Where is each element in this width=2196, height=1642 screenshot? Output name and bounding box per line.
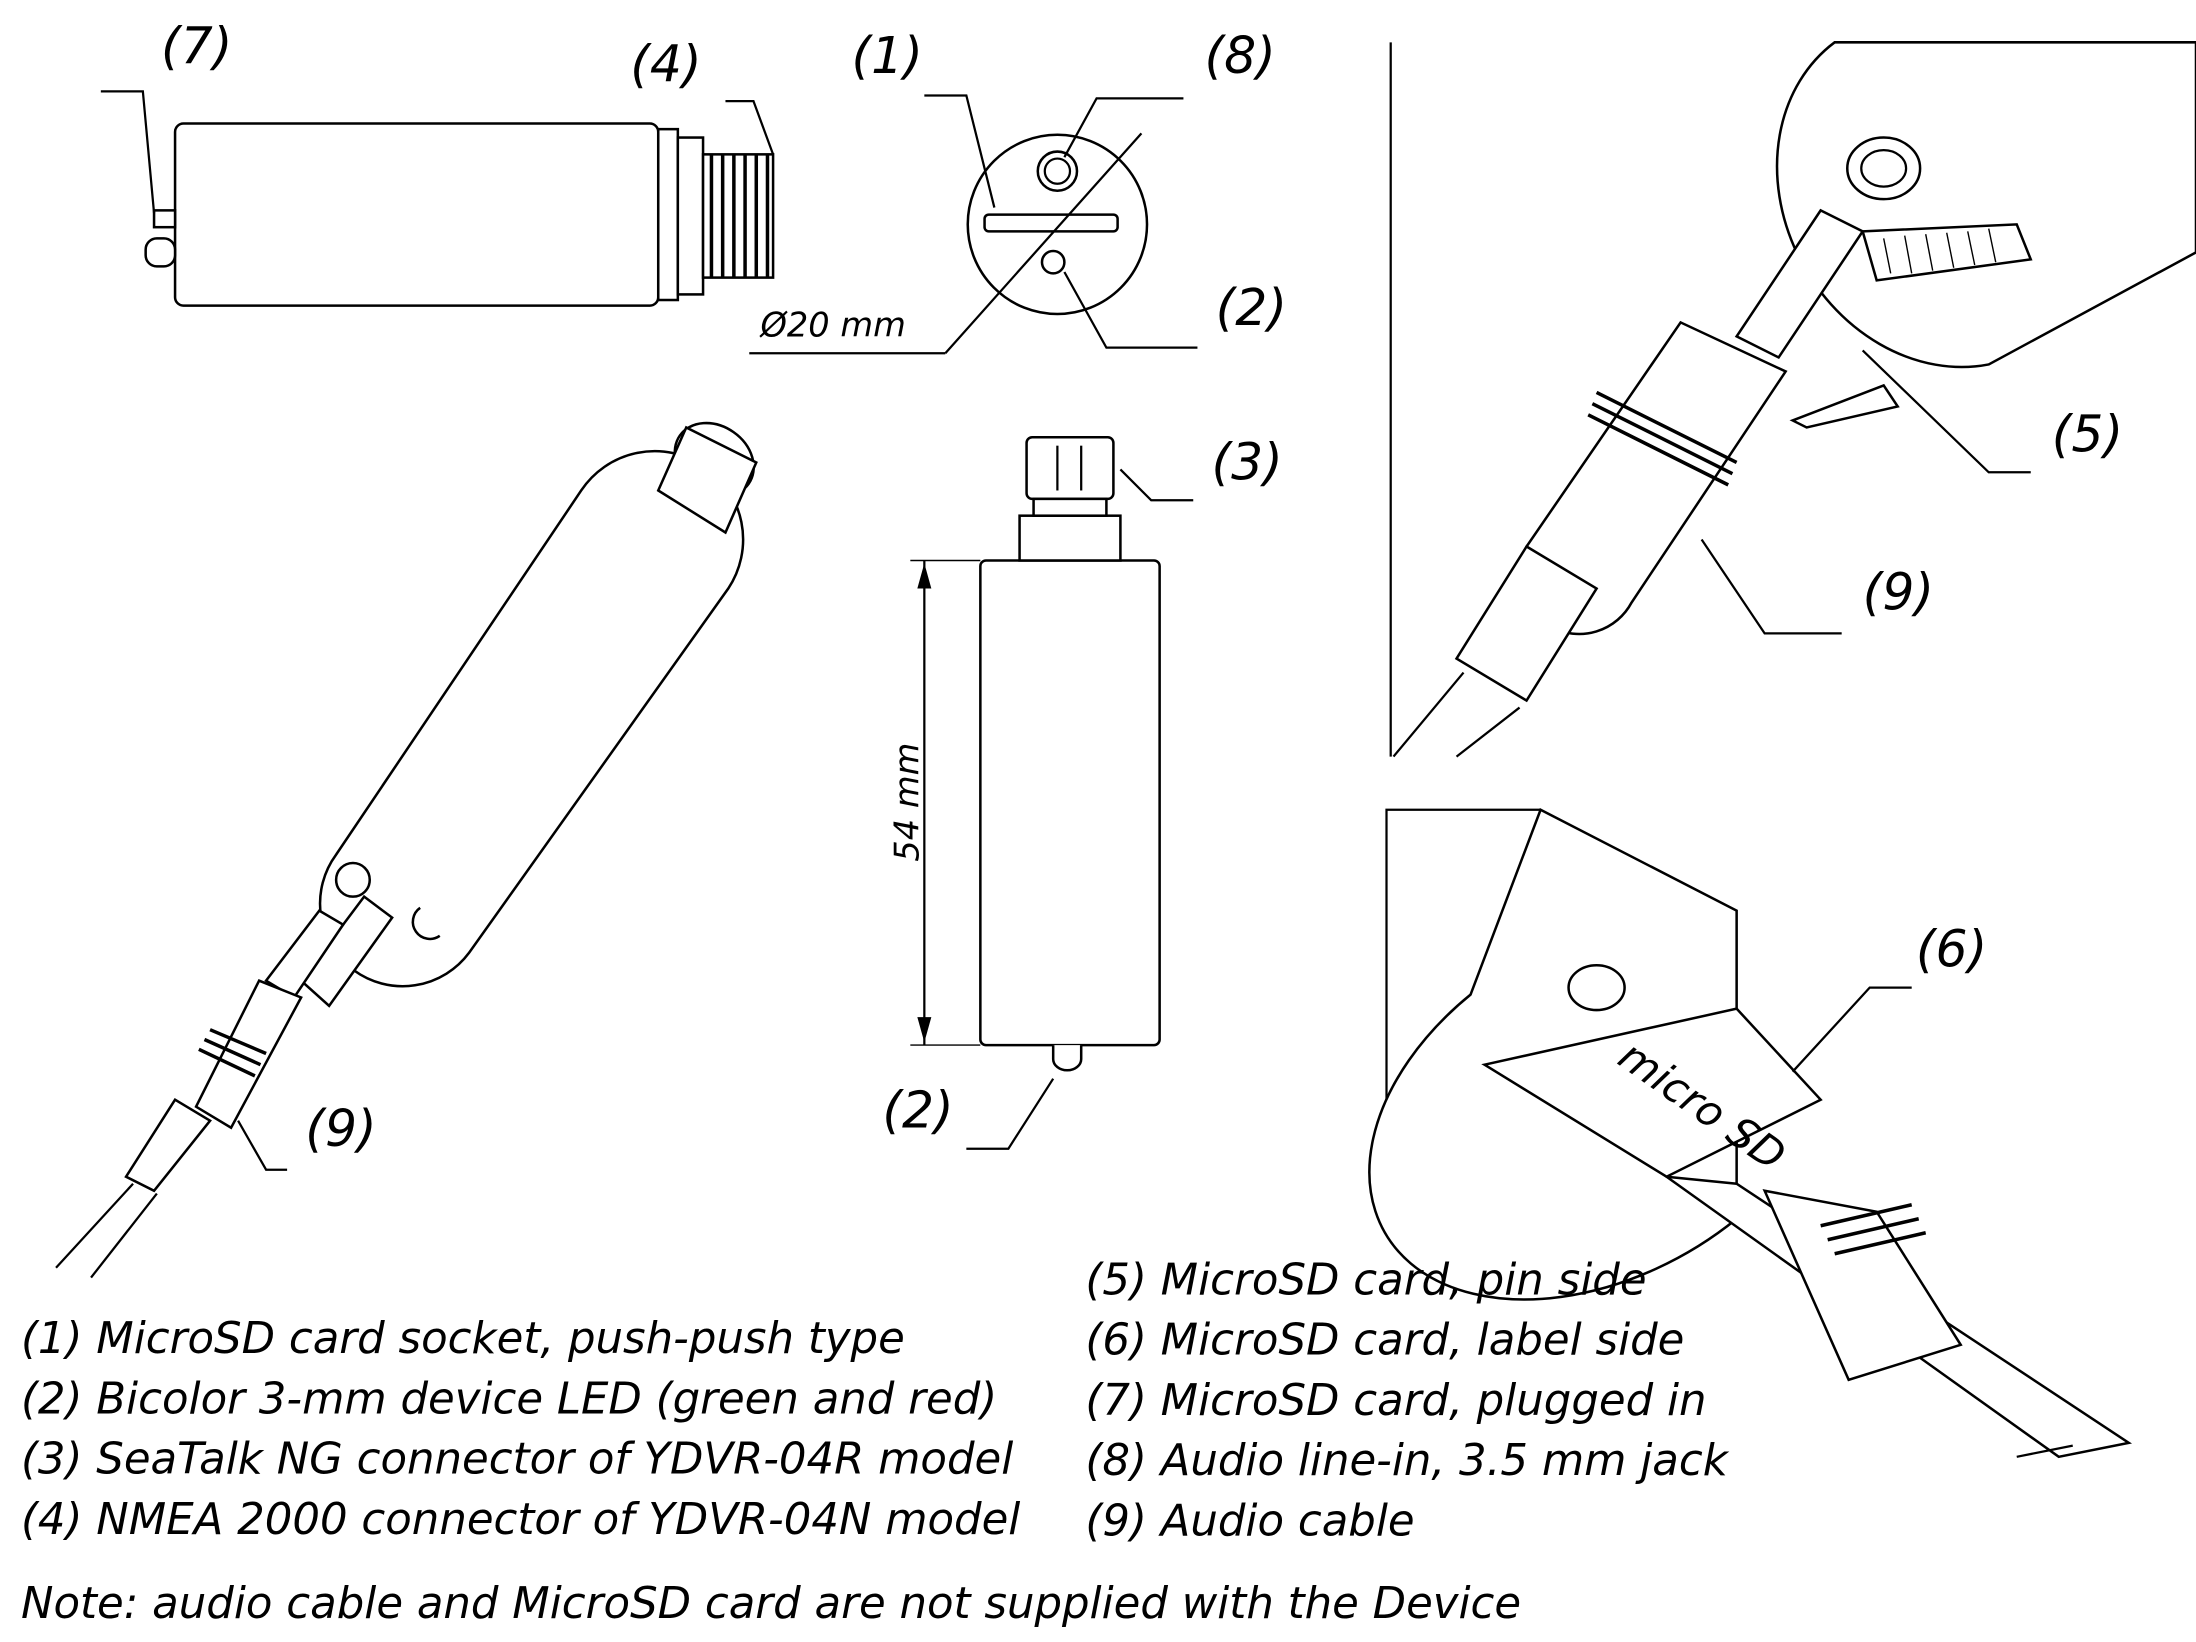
callout-4: (4)	[630, 35, 701, 94]
legend-right: (5) MicroSD card, pin side (6) MicroSD c…	[1085, 1255, 1729, 1546]
isometric-view: (9)	[55, 421, 758, 1279]
legend-left: (1) MicroSD card socket, push-push type …	[21, 1314, 1020, 1545]
length-label: 54 mm	[888, 743, 927, 862]
note: Note: audio cable and MicroSD card are n…	[21, 1579, 1521, 1629]
diameter-label: Ø20 mm	[758, 305, 905, 344]
detail-pin-side: (5) (9)	[1389, 41, 2196, 758]
legend-item: (6) MicroSD card, label side	[1085, 1316, 1684, 1366]
legend-item: (5) MicroSD card, pin side	[1085, 1255, 1646, 1305]
legend-item: (2) Bicolor 3-mm device LED (green and r…	[21, 1374, 997, 1424]
front-view: 54 mm (3) (2)	[882, 432, 1283, 1150]
callout-9-detail: (9)	[1863, 563, 1934, 622]
legend-item: (9) Audio cable	[1085, 1496, 1414, 1546]
callout-2-front: (2)	[882, 1081, 953, 1140]
callout-2-end: (2)	[1216, 278, 1287, 337]
legend-item: (8) Audio line-in, 3.5 mm jack	[1085, 1436, 1729, 1486]
detail-label-side: micro SD (6)	[1368, 808, 2133, 1459]
side-view: (7) (4)	[100, 16, 775, 307]
legend-item: (7) MicroSD card, plugged in	[1085, 1376, 1706, 1426]
callout-6: (6)	[1916, 920, 1987, 979]
callout-5: (5)	[2052, 404, 2123, 463]
end-view: (1) (8) (2) Ø20 mm	[749, 26, 1287, 355]
callout-7: (7)	[161, 16, 232, 75]
callout-8: (8)	[1204, 26, 1275, 85]
legend-item: (1) MicroSD card socket, push-push type	[21, 1314, 905, 1364]
callout-1: (1)	[852, 26, 923, 85]
callout-3: (3)	[1211, 432, 1282, 491]
legend-item: (3) SeaTalk NG connector of YDVR-04R mod…	[21, 1435, 1013, 1485]
callout-9-iso: (9)	[305, 1099, 376, 1158]
legend-item: (4) NMEA 2000 connector of YDVR-04N mode…	[21, 1495, 1020, 1545]
